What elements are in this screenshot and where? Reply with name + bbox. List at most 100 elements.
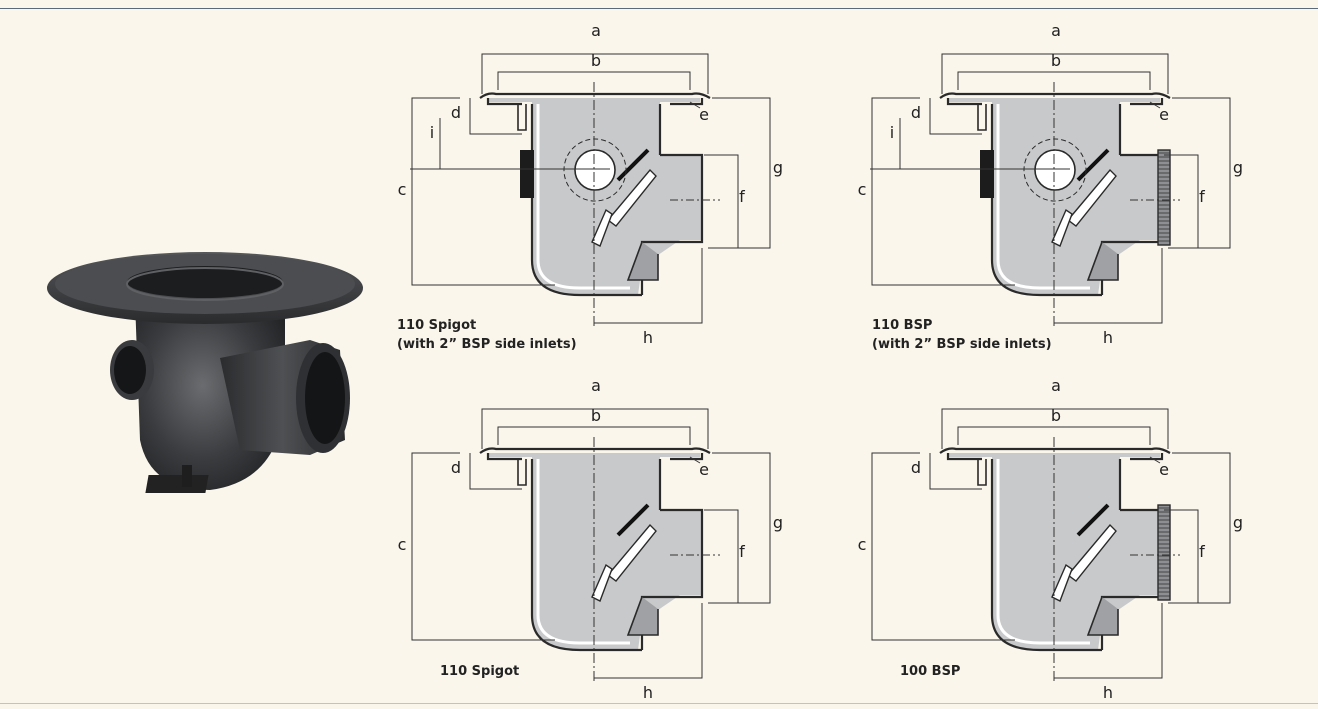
dim-label-b: b [1051,51,1061,70]
dim-d [929,98,982,135]
side-inlet [870,138,1087,202]
flange-right-step [670,98,704,106]
dim-h [594,603,703,679]
body-left-wall [530,459,642,652]
dim-label-g: g [773,158,783,177]
dim-c [411,97,555,286]
flange-top [939,92,1171,99]
baffle-lower [591,208,613,247]
dim-label-i: i [890,123,894,142]
flange-top [479,447,711,454]
inner-highlight [536,104,630,290]
caption-title: 110 Spigot [440,664,520,679]
flange-left-step [486,98,522,106]
flange-right-step [1130,453,1164,461]
baffle-grid [616,148,650,182]
caption-110-spigot: 110 Spigot [440,662,519,681]
dim-label-h: h [643,683,653,702]
inner-highlight [536,459,630,645]
dim-label-b: b [591,406,601,425]
dim-a [481,408,709,449]
dim-label-d: d [911,458,921,477]
dim-label-e: e [699,105,709,124]
body-fill [948,98,1162,295]
dim-e-leader [689,456,701,464]
outlet-foot [1086,241,1119,281]
dim-label-e: e [699,460,709,479]
flange-right-step [670,453,704,461]
baffle-upper [606,168,657,227]
clip [517,459,527,486]
dim-label-b: b [1051,406,1061,425]
dim-f [1164,154,1199,248]
body-fill [488,98,702,295]
dim-label-e: e [1159,105,1169,124]
outlet-thread [1157,504,1171,601]
body-left-wall [530,104,642,297]
body-fill [948,453,1162,650]
side-inlet [410,138,627,202]
dim-b [957,71,1151,90]
baffle-grid [616,503,650,537]
baffle-lower [1051,563,1073,602]
caption-110-bsp-side-inlets: 110 BSP (with 2” BSP side inlets) [872,316,1052,354]
dim-label-h: h [643,328,653,347]
side-inlet-port [574,149,616,191]
dim-g [708,452,771,604]
baffle-upper [606,523,657,582]
baffle-upper [1066,168,1117,227]
flange-left-step [946,98,982,106]
dim-label-e: e [1159,460,1169,479]
dim-d [929,453,982,490]
caption-title: 110 Spigot [397,318,477,333]
dim-label-a: a [1051,21,1061,40]
dim-label-g: g [1233,513,1243,532]
clip [517,104,527,131]
baffle-grid [1076,503,1110,537]
dim-label-h: h [1103,683,1113,702]
clip [977,104,987,131]
caption-title: 100 BSP [900,664,961,679]
product-photo [40,240,380,530]
flange-top [479,92,711,99]
body-left-wall [990,104,1102,297]
inner-highlight [996,459,1090,645]
flange-right-step [1130,98,1164,106]
dim-f [704,154,739,248]
side-inlet-thread [980,150,994,198]
dim-a [941,53,1169,94]
outlet-thread [1157,149,1171,246]
baffle-upper [1066,523,1117,582]
outlet-foot [626,596,659,636]
flange-top [939,447,1171,454]
side-inlet-ring [1023,138,1087,202]
dim-c [871,452,1015,641]
dim-label-g: g [1233,158,1243,177]
flange-left-step [946,453,982,461]
flange-left-step [486,453,522,461]
side-inlet-port [1034,149,1076,191]
clip [977,459,987,486]
dim-label-f: f [739,542,745,561]
dim-label-b: b [591,51,601,70]
dim-label-f: f [1199,187,1205,206]
caption-110-spigot-side-inlets: 110 Spigot (with 2” BSP side inlets) [397,316,577,354]
dim-label-c: c [398,535,407,554]
thread-body [1157,504,1171,601]
top-rule [0,8,1318,9]
dim-label-i: i [430,123,434,142]
dim-g [1168,97,1231,249]
dim-h [1054,248,1163,324]
inner-highlight [996,104,1090,290]
dim-a [941,408,1169,449]
dim-label-d: d [451,458,461,477]
dim-d [469,453,522,490]
body-left-wall [990,459,1102,652]
caption-subtitle: (with 2” BSP side inlets) [397,337,577,352]
dim-a [481,53,709,94]
dim-d [469,98,522,135]
